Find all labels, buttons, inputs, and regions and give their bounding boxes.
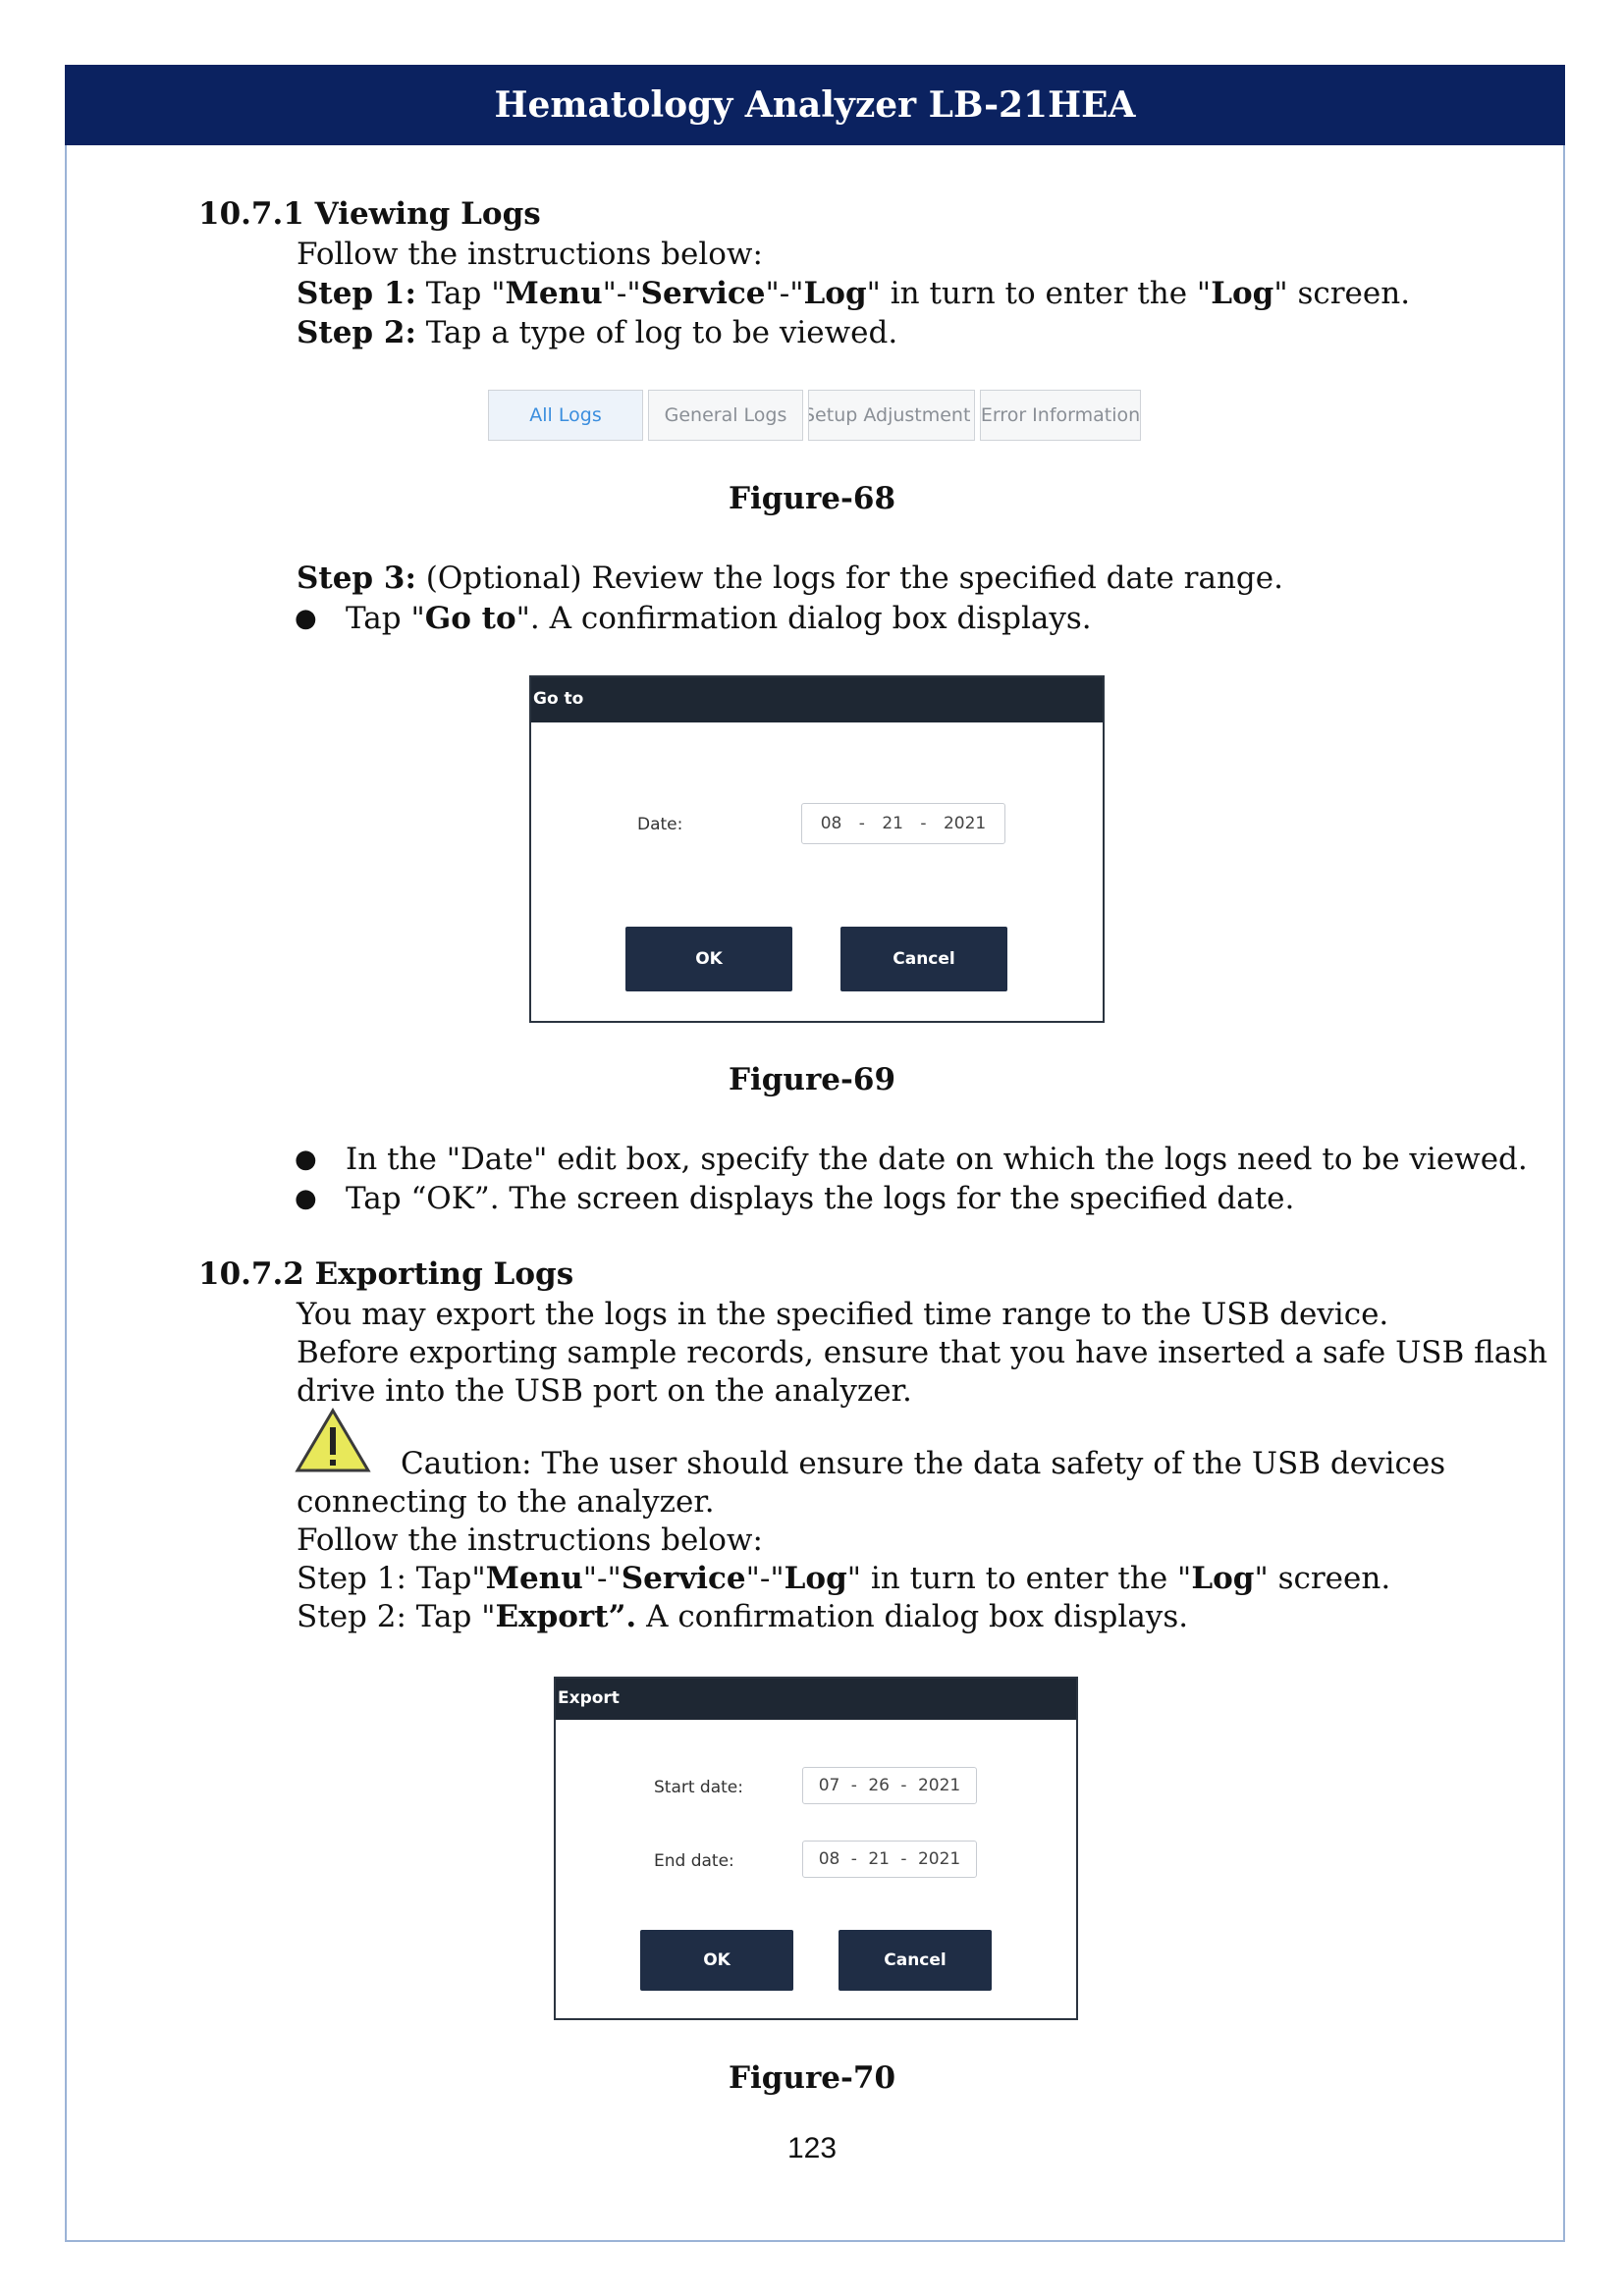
s1-step3: Step 3: (Optional) Review the logs for t… bbox=[297, 561, 1283, 596]
figure-70-caption: Figure-70 bbox=[728, 2060, 896, 2096]
export-cancel-button[interactable]: Cancel bbox=[839, 1930, 992, 1991]
s2-p1: You may export the logs in the specified… bbox=[297, 1297, 1389, 1332]
start-date-label: Start date: bbox=[654, 1778, 743, 1797]
s1-bullet-date: In the "Date" edit box, specify the date… bbox=[346, 1142, 1528, 1177]
tab-general-logs[interactable]: General Logs bbox=[648, 390, 803, 441]
s2-step2: Step 2: Tap "Export”. A confirmation dia… bbox=[297, 1599, 1189, 1634]
tab-setup-adjustment[interactable]: Setup Adjustment bbox=[808, 390, 975, 441]
figure-69-caption: Figure-69 bbox=[728, 1062, 896, 1097]
figure-68-caption: Figure-68 bbox=[728, 481, 896, 516]
s1-step2: Step 2: Tap a type of log to be viewed. bbox=[297, 315, 898, 350]
end-date-field[interactable]: 08-21-2021 bbox=[802, 1841, 977, 1878]
section-heading-viewing-logs: 10.7.1 Viewing Logs bbox=[198, 196, 541, 232]
s1-step1: Step 1: Tap "Menu"-"Service"-"Log" in tu… bbox=[297, 276, 1411, 311]
cancel-button[interactable]: Cancel bbox=[840, 927, 1007, 991]
ok-button[interactable]: OK bbox=[625, 927, 792, 991]
s2-intro: Follow the instructions below: bbox=[297, 1522, 763, 1558]
s1-bullet-goto: Tap "Go to". A confirmation dialog box d… bbox=[346, 601, 1092, 636]
page-header: Hematology Analyzer LB-21HEA bbox=[65, 65, 1565, 145]
date-field[interactable]: 08-21-2021 bbox=[801, 803, 1005, 844]
date-label: Date: bbox=[637, 815, 683, 834]
caution-text-cont: connecting to the analyzer. bbox=[297, 1484, 715, 1520]
s1-intro: Follow the instructions below: bbox=[297, 237, 763, 272]
export-dialog: Export Start date: 07-26-2021 End date: … bbox=[554, 1677, 1078, 2020]
tab-error-information[interactable]: Error Information bbox=[980, 390, 1141, 441]
tab-all-logs[interactable]: All Logs bbox=[488, 390, 643, 441]
caution-text: Caution: The user should ensure the data… bbox=[401, 1446, 1446, 1481]
export-ok-button[interactable]: OK bbox=[640, 1930, 793, 1991]
s1-bullet-ok: Tap “OK”. The screen displays the logs f… bbox=[346, 1181, 1295, 1216]
end-date-label: End date: bbox=[654, 1851, 734, 1871]
warning-triangle-icon bbox=[295, 1408, 371, 1472]
goto-dialog-title: Go to bbox=[531, 677, 1103, 722]
export-dialog-title: Export bbox=[556, 1679, 1076, 1720]
goto-dialog: Go to Date: 08-21-2021 OK Cancel bbox=[529, 675, 1105, 1023]
section-heading-exporting-logs: 10.7.2 Exporting Logs bbox=[198, 1256, 574, 1292]
bullet-icon: ● bbox=[295, 1145, 317, 1174]
bullet-icon: ● bbox=[295, 604, 317, 633]
bullet-icon: ● bbox=[295, 1184, 317, 1213]
page-number: 123 bbox=[786, 2132, 838, 2164]
s2-p2a: Before exporting sample records, ensure … bbox=[297, 1335, 1548, 1370]
start-date-field[interactable]: 07-26-2021 bbox=[802, 1767, 977, 1804]
s2-p2b: drive into the USB port on the analyzer. bbox=[297, 1373, 912, 1409]
log-type-tabs: All Logs General Logs Setup Adjustment E… bbox=[488, 390, 1141, 441]
s2-step1: Step 1: Tap"Menu"-"Service"-"Log" in tur… bbox=[297, 1561, 1391, 1596]
